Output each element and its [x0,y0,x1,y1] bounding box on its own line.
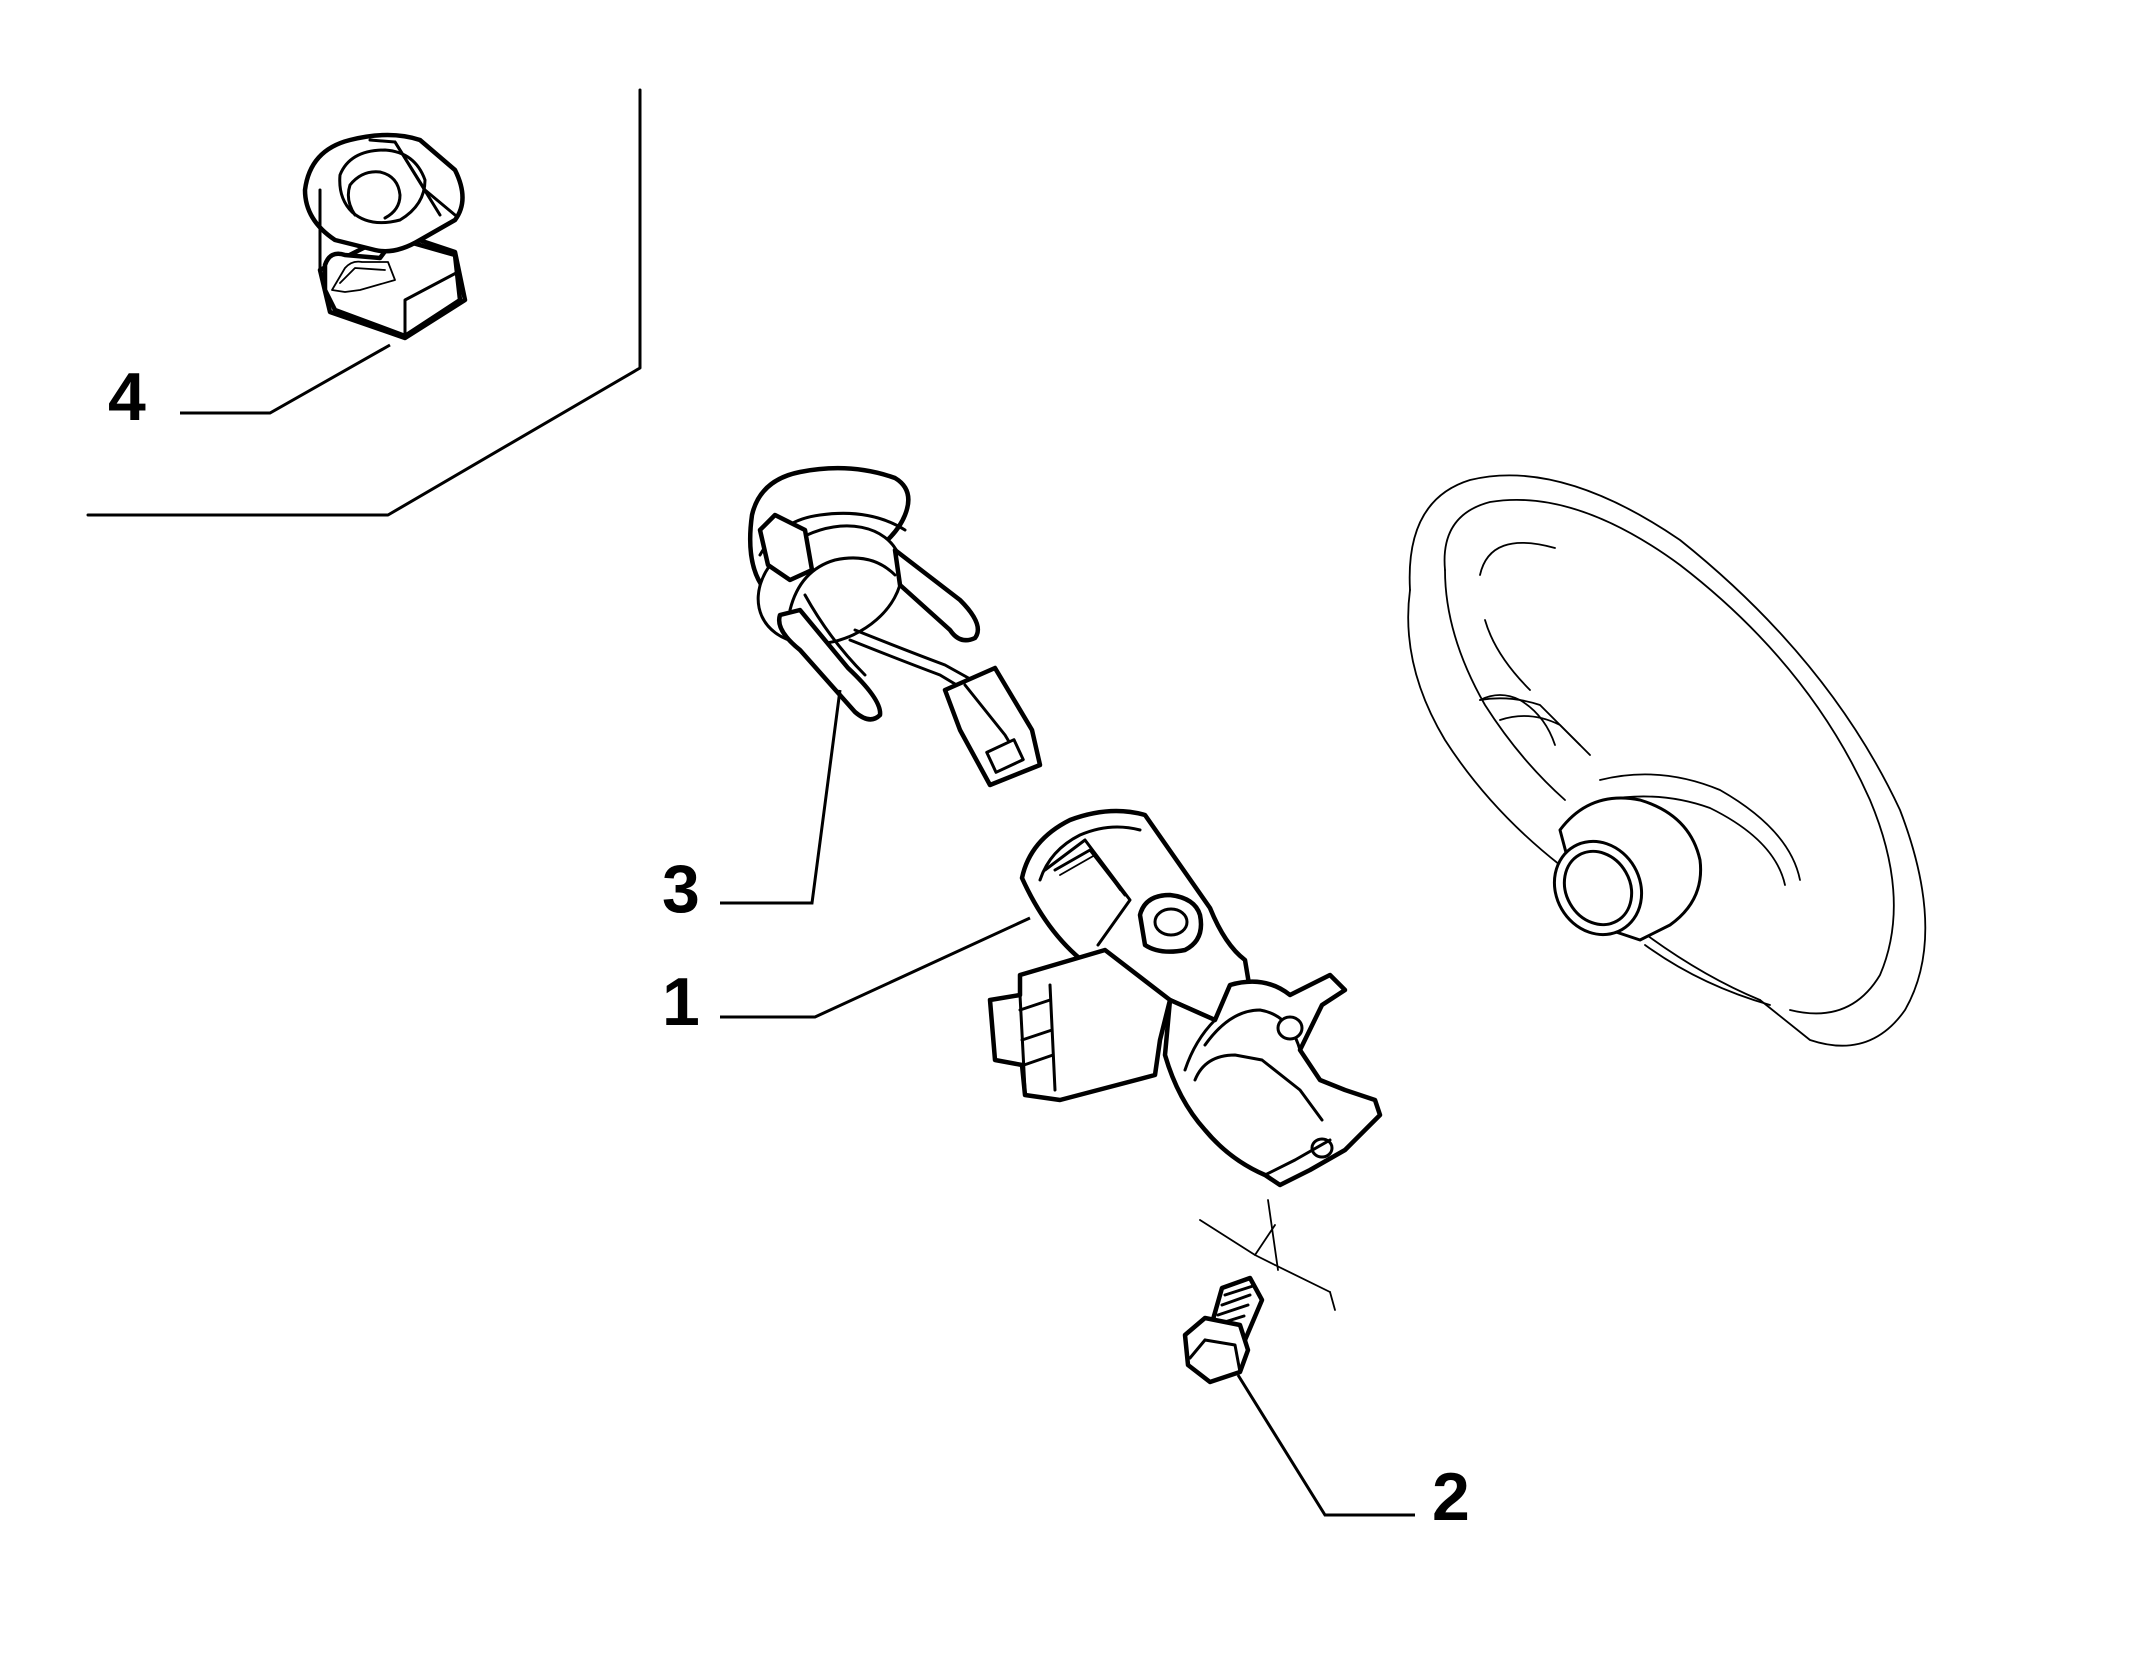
callout-1: 1 [662,964,700,1040]
bolt-part [1182,1275,1265,1385]
cable-clip-part [302,132,468,341]
leader-3 [720,689,842,905]
leader-4 [180,343,391,415]
callout-3: 3 [662,851,700,927]
leader-lines [180,343,1415,1517]
inset-frame [86,88,642,517]
ignition-lock-part [987,808,1383,1188]
ring-harness-part [747,465,1043,788]
callout-2: 2 [1432,1459,1470,1535]
leader-2 [1236,1374,1415,1517]
callout-labels: 4 3 1 2 [108,359,1470,1535]
steering-wheel [1407,474,1927,1047]
callout-4: 4 [108,359,146,435]
leader-1 [720,916,1031,1019]
axis-lines [1199,1199,1336,1311]
